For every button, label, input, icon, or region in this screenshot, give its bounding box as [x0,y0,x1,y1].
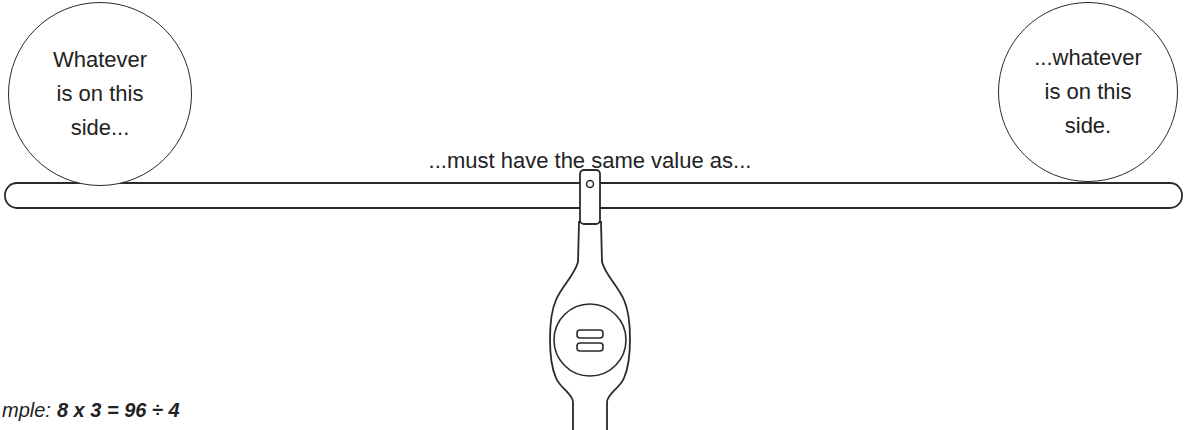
equals-badge [554,304,626,376]
speech-circle: Whatever is on this side... [8,2,192,186]
speech-circle: ...whatever is on this side. [998,2,1178,182]
pivot-bolt [587,181,594,188]
equals-bar [577,330,603,338]
circle-text: ...whatever is on this side. [1029,41,1147,143]
balance-caption: ...must have the same value as... [429,148,752,174]
circle-text: Whatever is on this side... [46,43,154,145]
pivot-bracket [580,170,600,224]
equals-bar [577,343,603,351]
example-text: 8 x 3 = 96 ÷ 4 [57,399,180,422]
example-text: mple: [2,399,51,422]
seesaw-stand [550,222,630,430]
